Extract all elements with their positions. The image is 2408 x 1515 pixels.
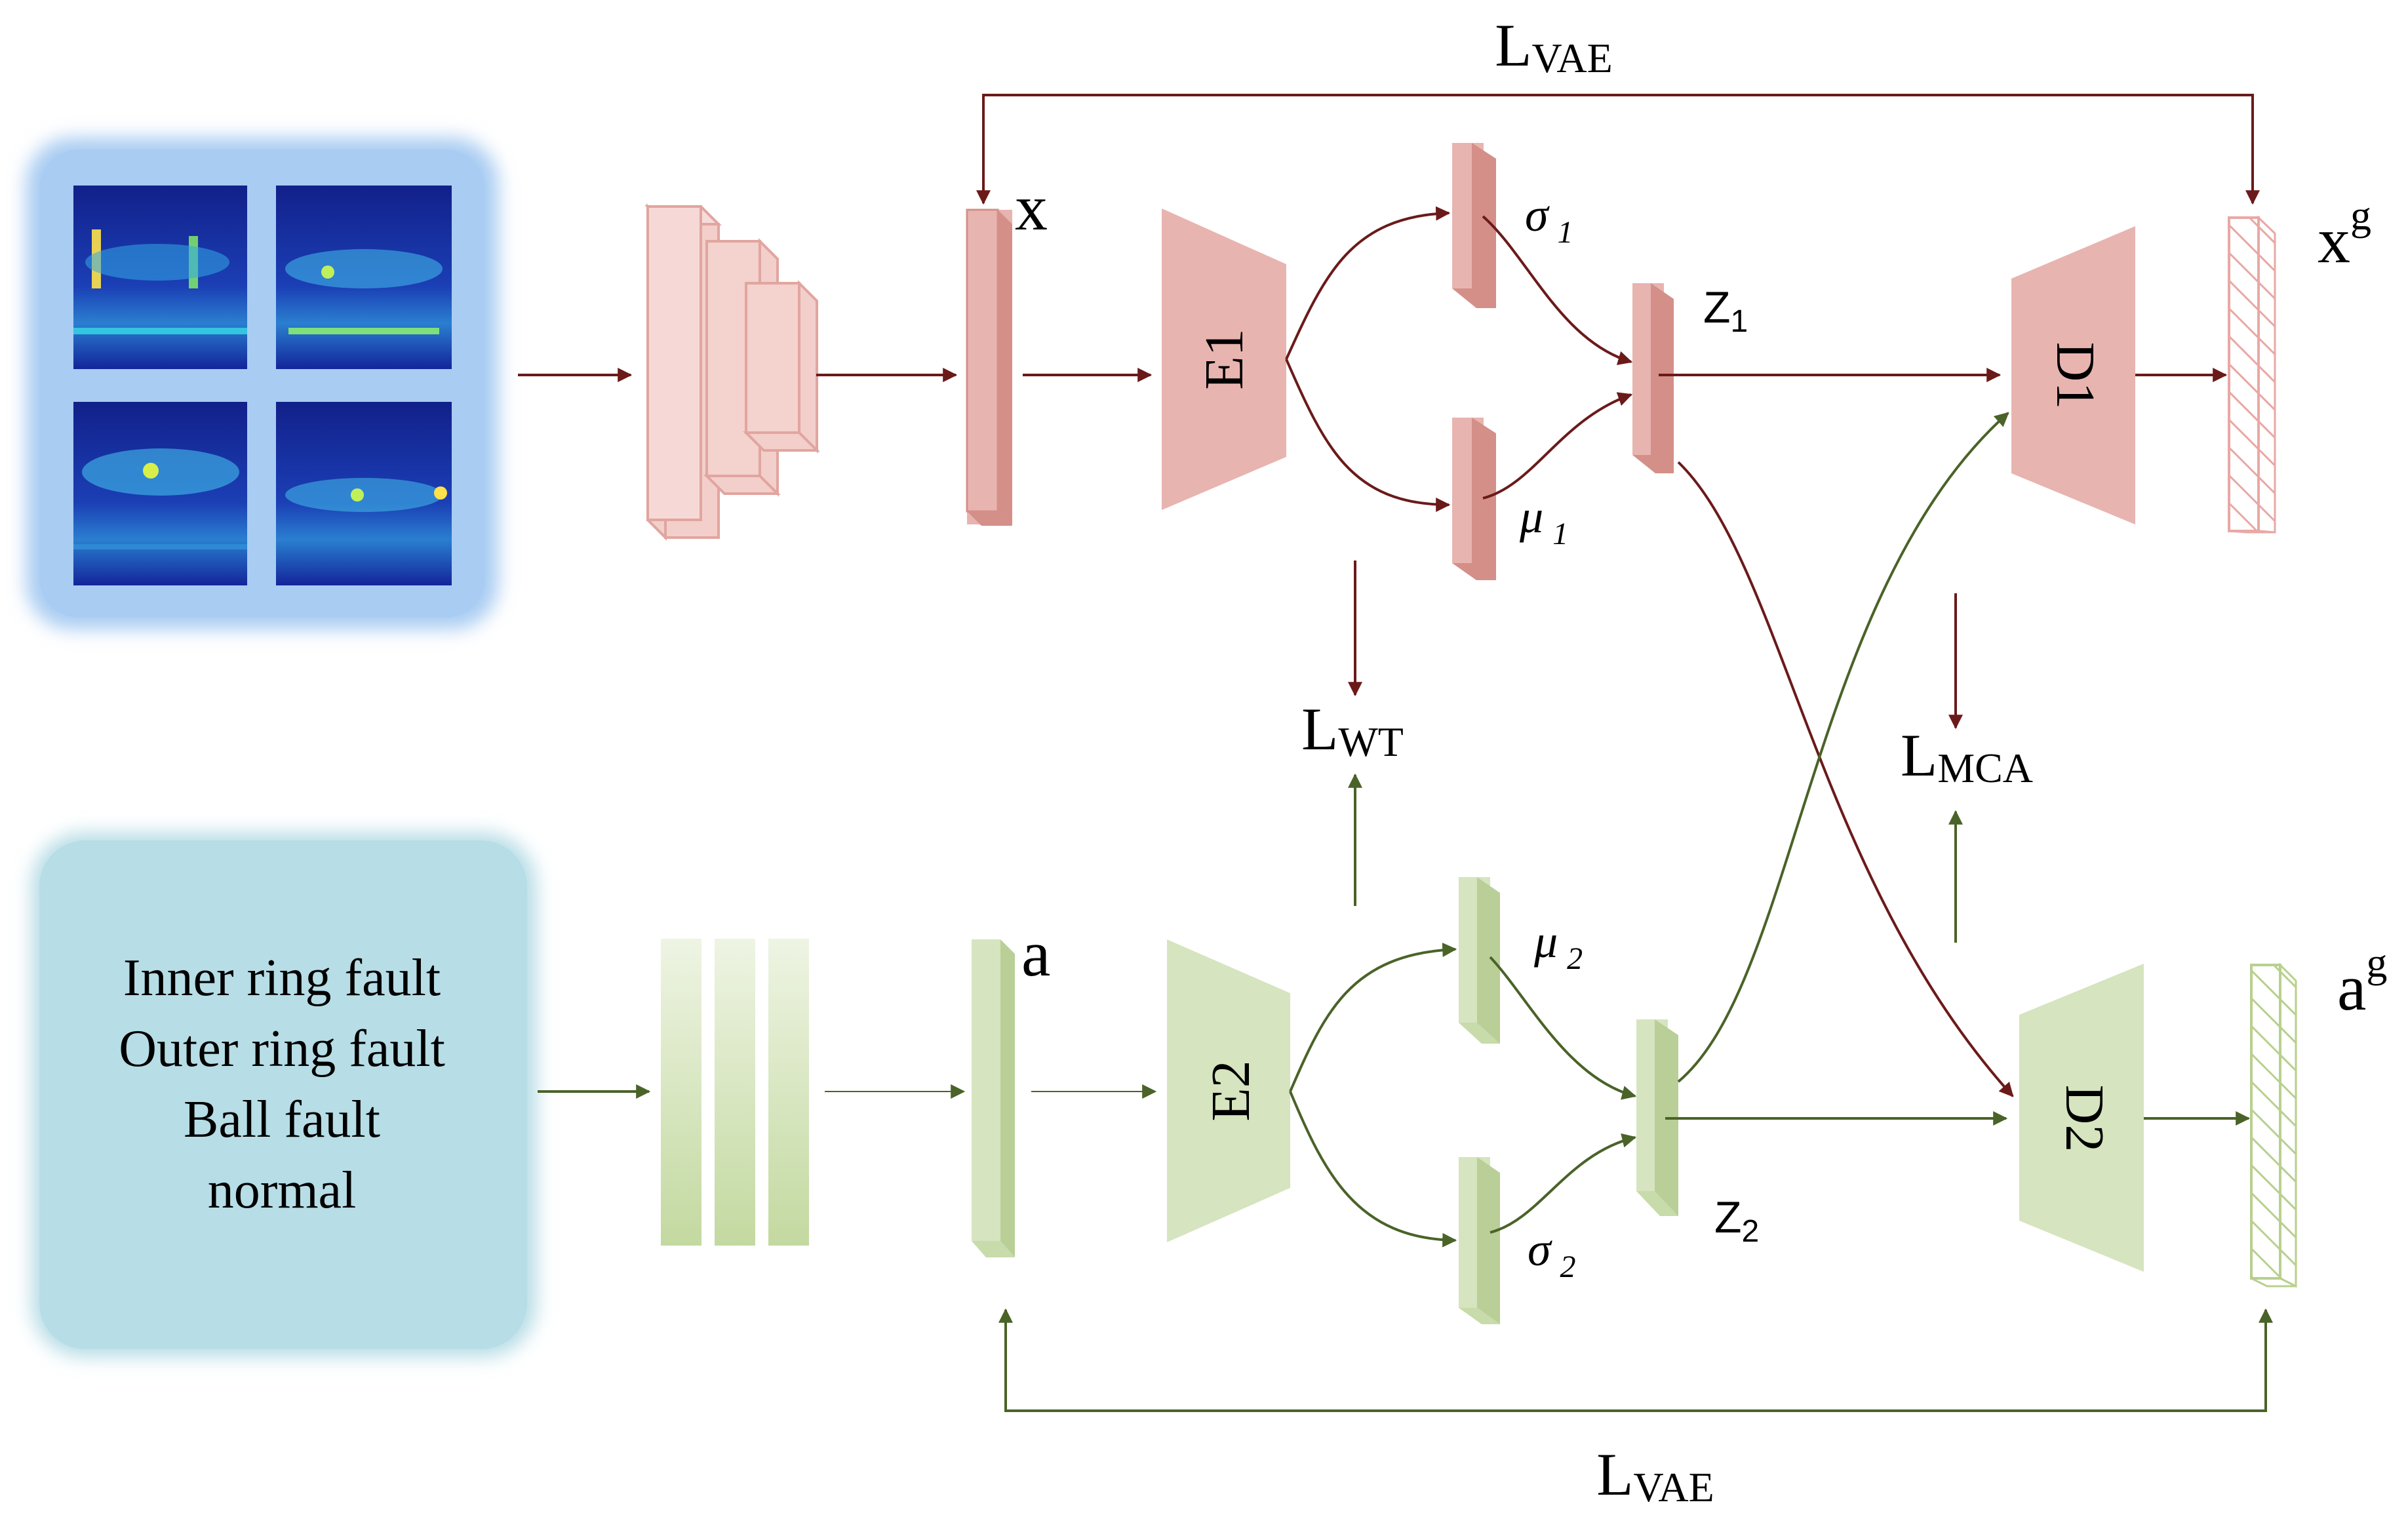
z2-label: Z2 <box>1714 1192 1759 1249</box>
decoder-d1 <box>2011 226 2135 524</box>
encoder-e2 <box>1167 939 1290 1242</box>
attribute-line-4: normal <box>208 1162 357 1219</box>
ag-output-bar <box>2250 962 2297 1288</box>
green-arrows <box>538 412 2273 1412</box>
loss-mca: LMCA <box>1901 722 2033 791</box>
attribute-line-1: Inner ring fault <box>123 949 441 1007</box>
red-arrows <box>518 94 2260 1097</box>
xg-label: xg <box>2318 192 2371 277</box>
mu1-bar <box>1452 418 1496 580</box>
a-label: a <box>1021 917 1050 990</box>
cnn-feature-blocks <box>644 203 820 541</box>
encoder-e2-label: E2 <box>1200 1060 1261 1121</box>
loss-vae-bottom: LVAE <box>1596 1441 1714 1510</box>
spectrogram-1 <box>73 186 247 369</box>
loss-wt: LWT <box>1301 696 1404 765</box>
x-label: x <box>1015 171 1048 244</box>
attribute-line-3: Ball fault <box>184 1091 380 1149</box>
sigma2-bar <box>1459 1157 1500 1324</box>
a-feature-bar <box>972 939 1015 1257</box>
z1-bar <box>1632 283 1674 473</box>
spectrogram-3 <box>73 402 247 585</box>
sigma1-bar <box>1452 143 1496 308</box>
loss-vae-top: LVAE <box>1495 12 1612 81</box>
attribute-embedding-bars <box>661 939 809 1246</box>
ag-label: ag <box>2337 939 2387 1024</box>
encoder-e1-label: E1 <box>1194 328 1255 389</box>
decoder-d2 <box>2019 964 2144 1272</box>
spectrogram-panel <box>26 138 498 629</box>
z1-label: Z1 <box>1703 283 1748 339</box>
decoder-d2-label: D2 <box>2054 1085 2115 1152</box>
x-feature-bar <box>966 208 1012 526</box>
spectrogram-4 <box>276 402 452 585</box>
encoder-e1 <box>1162 208 1286 510</box>
xg-output-bar <box>2228 215 2276 534</box>
attribute-line-2: Outer ring fault <box>119 1020 445 1078</box>
decoder-d1-label: D1 <box>2045 342 2106 410</box>
spectrogram-2 <box>276 186 452 369</box>
mu2-bar <box>1459 877 1500 1044</box>
attribute-panel: Inner ring fault Outer ring fault Ball f… <box>31 833 536 1357</box>
